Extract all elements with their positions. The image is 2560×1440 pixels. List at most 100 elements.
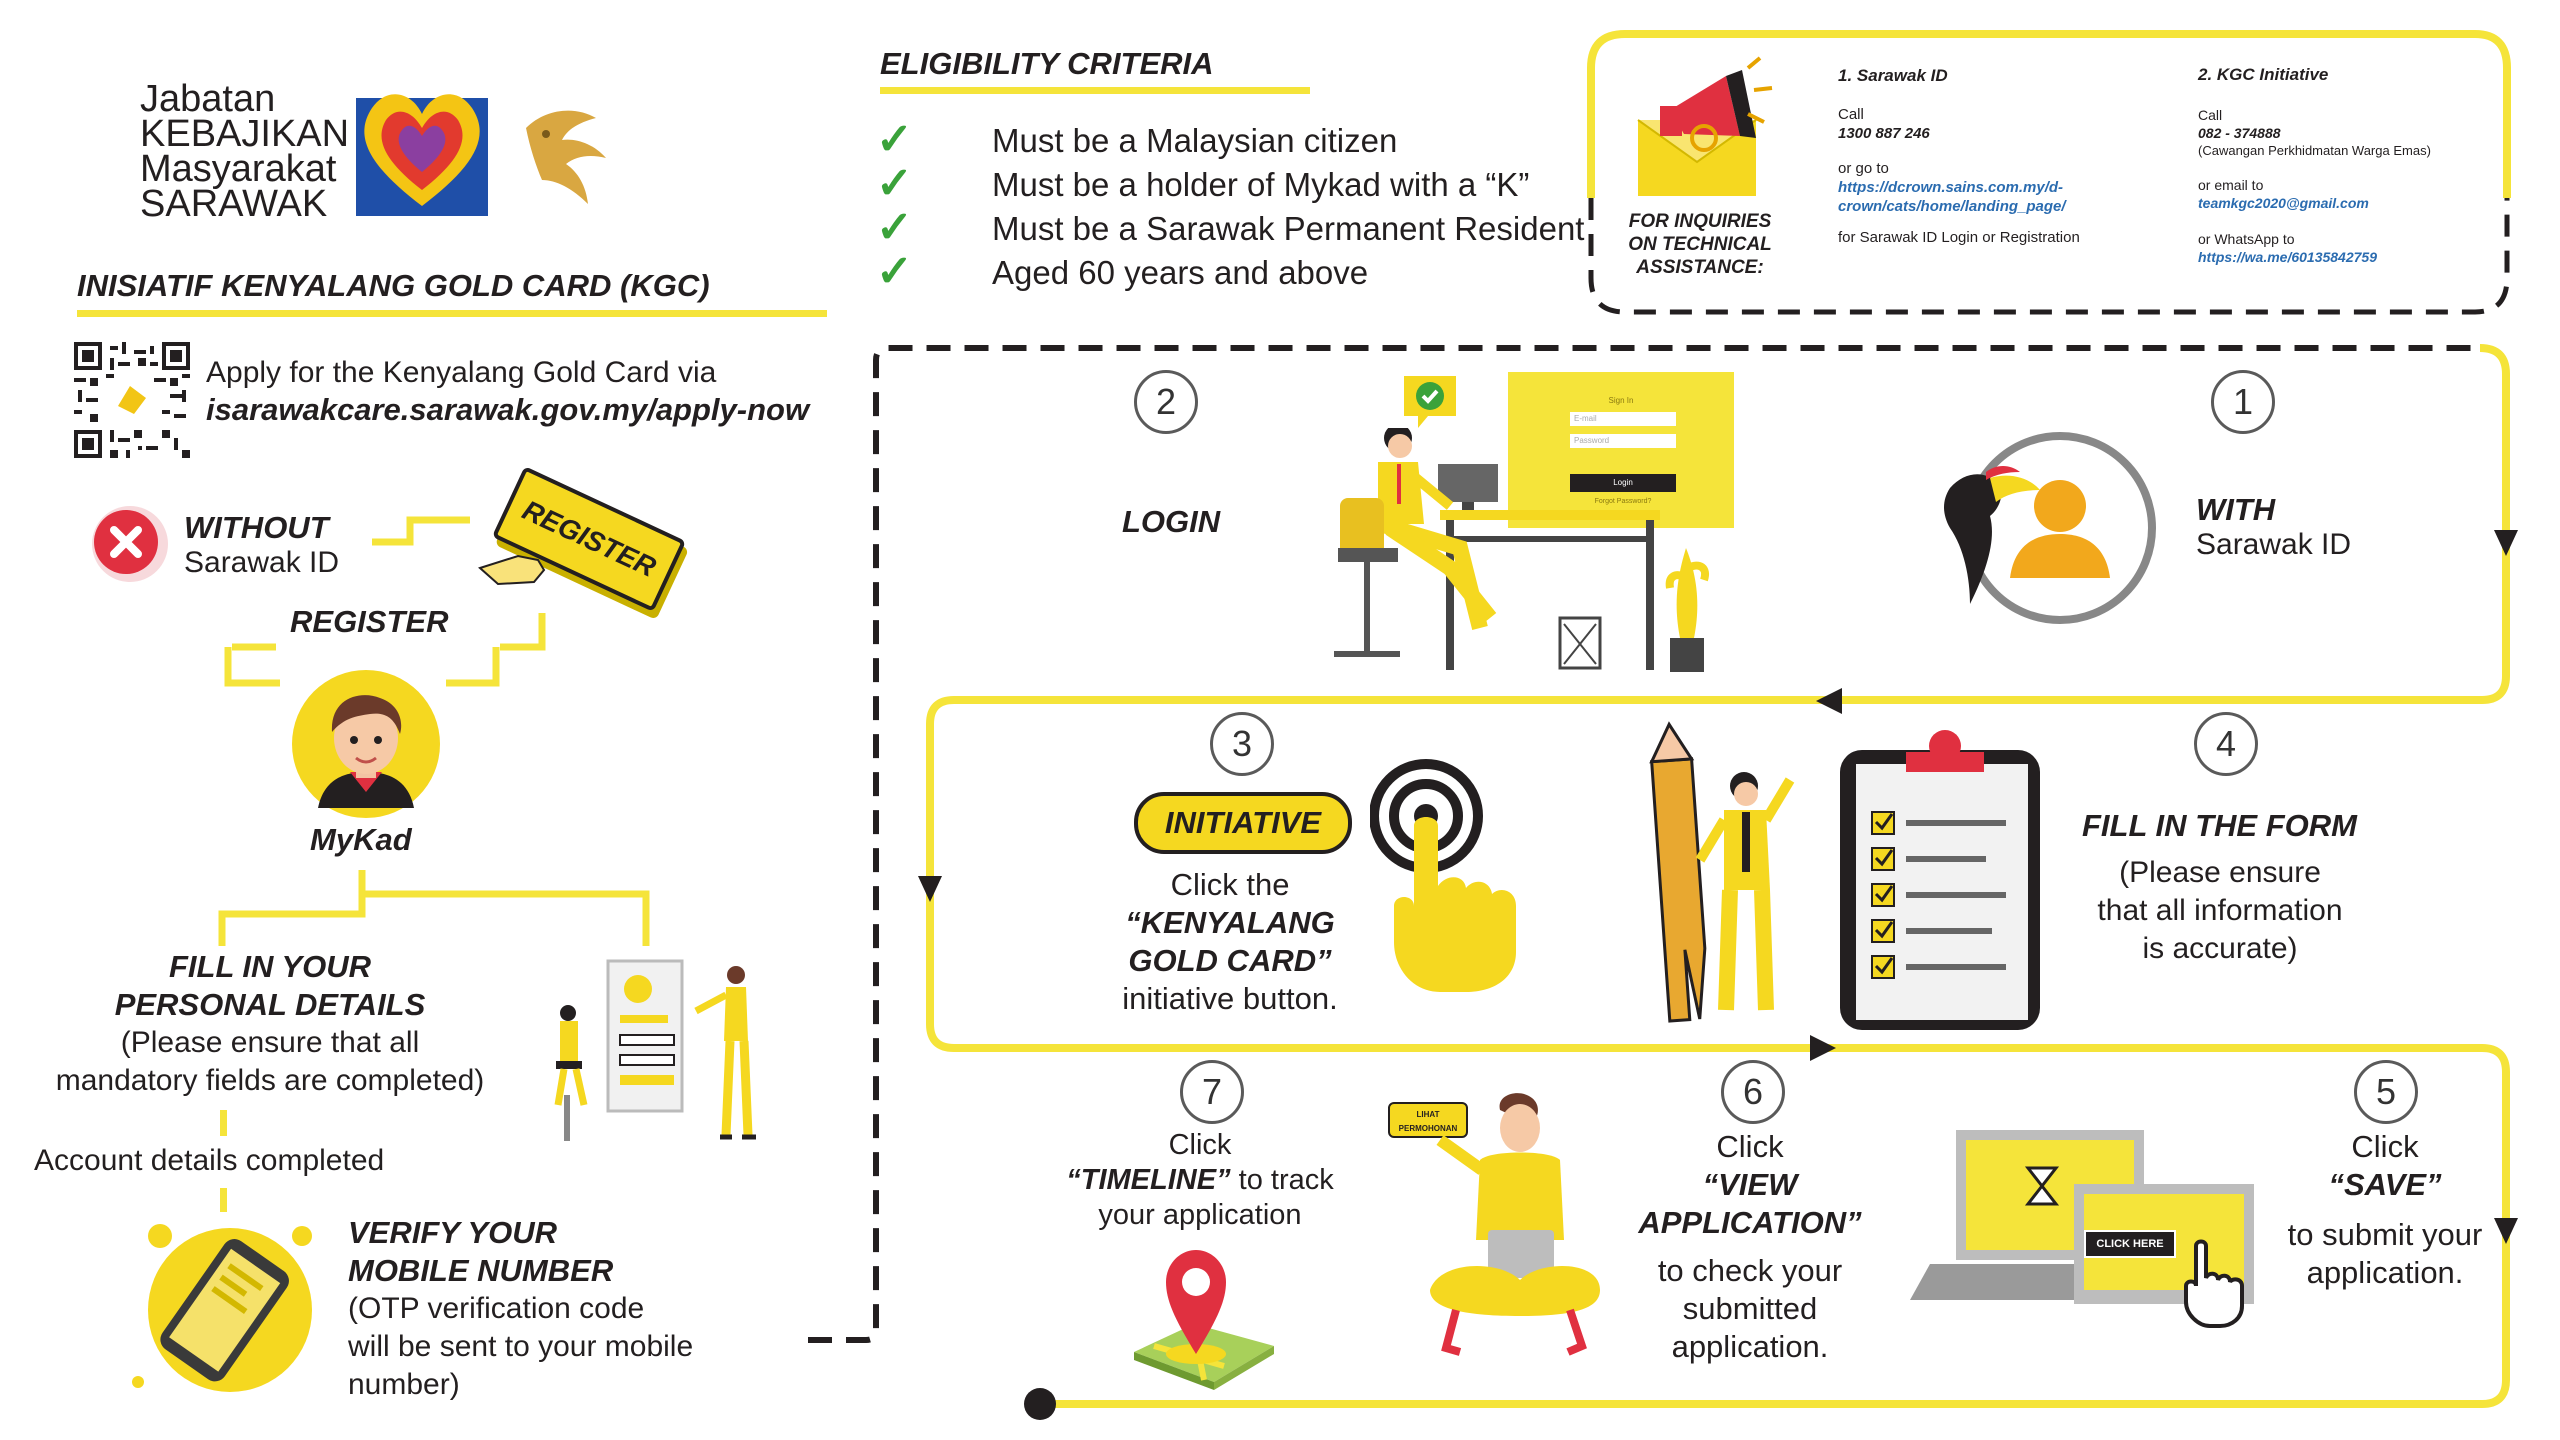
step-4-title: FILL IN THE FORM: [2082, 808, 2357, 843]
mykad-label: MyKad: [310, 822, 412, 857]
apply-url-link[interactable]: isarawakcare.sarawak.gov.my/apply-now: [206, 392, 810, 427]
initiative-badge-button[interactable]: INITIATIVE: [1134, 792, 1352, 854]
step-5-line-2: “SAVE”: [2328, 1167, 2442, 1202]
fill-details-note-line-1: (Please ensure that all: [120, 1026, 420, 1059]
click-here-button[interactable]: CLICK HERE: [2084, 1230, 2176, 1258]
login-button[interactable]: Login: [1570, 474, 1676, 492]
initiative-badge-label: INITIATIVE: [1164, 805, 1322, 840]
inquiry-kgc-wa-label: or WhatsApp to: [2198, 231, 2295, 247]
step-3-line-2: “KENYALANG: [1125, 905, 1335, 940]
close-icon: [92, 506, 168, 582]
inquiries-label: FOR INQUIRIES ON TECHNICAL ASSISTANCE:: [1610, 210, 1790, 279]
login-email-field[interactable]: E-mail: [1570, 412, 1676, 426]
verify-note-line-1: (OTP verification code: [348, 1292, 645, 1325]
step-7-line-3: your application: [1098, 1199, 1302, 1231]
register-label: REGISTER: [290, 604, 449, 639]
step-6-line-6: application.: [1671, 1329, 1829, 1364]
hornbill-user-icon: [1944, 432, 2156, 624]
inquiry-kgc-phone: 082 - 374888: [2198, 125, 2281, 141]
inquiry-sarawak-id-phone: 1300 887 246: [1838, 125, 1930, 142]
mobile-phone-icon: [132, 1224, 312, 1392]
vertical-connector-2: [220, 1188, 227, 1212]
view-application-bubble-line-1: LIHAT: [1416, 1110, 1440, 1119]
check-icon: ✓: [876, 203, 913, 252]
step-7-line-2-rest: to track: [1230, 1164, 1334, 1196]
account-completed-label: Account details completed: [34, 1144, 385, 1177]
inquiry-sarawak-id-link-1[interactable]: https://dcrown.sains.com.my/d-: [1838, 179, 2064, 196]
eligibility-heading: ELIGIBILITY CRITERIA: [880, 46, 1214, 81]
step-4-text: (Please ensure that all information is a…: [2070, 854, 2370, 968]
eligibility-underline: [880, 87, 1310, 94]
inquiry-sarawak-id-goto: or go to: [1838, 160, 1889, 177]
verify-title: VERIFY YOUR MOBILE NUMBER: [348, 1214, 613, 1290]
kgc-heading-underline: [77, 310, 827, 317]
step-1-sub: Sarawak ID: [2196, 528, 2352, 561]
hornbill-emblem-icon: [526, 110, 606, 204]
fill-details-title-line-1: FILL IN YOUR: [168, 949, 372, 984]
step-2-number: 2: [1134, 370, 1198, 434]
inquiry-kgc-wa[interactable]: https://wa.me/60135842759: [2198, 249, 2377, 265]
verify-note-line-3: number): [348, 1368, 460, 1401]
step-7-line-2: “TIMELINE” to track: [1030, 1163, 1370, 1198]
inquiry-kgc: 2. KGC Initiative Call 082 - 374888 (Caw…: [2198, 66, 2498, 266]
step-6-number: 6: [1721, 1060, 1785, 1124]
fill-details-note-line-2: mandatory fields are completed): [55, 1064, 485, 1097]
step-5-text: Click “SAVE” to submit your application.: [2260, 1128, 2510, 1292]
step-6-line-1: Click: [1716, 1129, 1784, 1164]
login-password-field[interactable]: Password: [1570, 434, 1676, 448]
inquiry-sarawak-id-link-2[interactable]: crown/cats/home/landing_page/: [1838, 198, 2066, 215]
step-6-line-4: to check your: [1657, 1253, 1843, 1288]
clipboard-form-illustration: [1649, 721, 2040, 1030]
inquiries-label-line-3: ASSISTANCE:: [1636, 257, 1764, 278]
inquiry-sarawak-id: 1. Sarawak ID Call 1300 887 246 or go to…: [1838, 66, 2178, 247]
inquiries-label-line-2: ON TECHNICAL: [1628, 234, 1772, 255]
step-1-number: 1: [2211, 370, 2275, 434]
step-2-title: LOGIN: [1122, 504, 1221, 539]
logo-line-4: SARAWAK: [140, 183, 328, 225]
criteria-item-2: Must be a holder of Mykad with a “K”: [992, 166, 1530, 203]
laptop-screens-illustration: [1910, 1130, 2254, 1304]
step-7-number: 7: [1180, 1060, 1244, 1124]
step-3-line-3: GOLD CARD”: [1128, 943, 1332, 978]
inquiries-label-line-1: FOR INQUIRIES: [1628, 211, 1772, 232]
inquiry-kgc-title: 2. KGC Initiative: [2198, 65, 2329, 84]
without-label: WITHOUT: [184, 510, 329, 545]
logo-line-3: Masyarakat: [140, 148, 337, 190]
heart-emblem-icon: [356, 94, 488, 216]
inquiry-kgc-branch: (Cawangan Perkhidmatan Warga Emas): [2198, 143, 2431, 158]
step-5-line-4: application.: [2306, 1255, 2464, 1290]
forgot-password-link[interactable]: Forgot Password?: [1594, 498, 1652, 505]
check-icon: ✓: [876, 247, 913, 296]
inquiry-kgc-email[interactable]: teamkgc2020@gmail.com: [2198, 195, 2369, 211]
step-5-line-3: to submit your: [2287, 1217, 2483, 1252]
login-screen: Sign In E-mail Password Login Forgot Pas…: [1508, 372, 1734, 528]
criteria-item-1: Must be a Malaysian citizen: [992, 122, 1398, 159]
view-application-bubble[interactable]: LIHAT PERMOHONAN: [1388, 1102, 1468, 1138]
step-3-text: Click the “KENYALANG GOLD CARD” initiati…: [1080, 866, 1380, 1018]
verify-title-line-1: VERIFY YOUR: [348, 1215, 558, 1250]
apply-text: Apply for the Kenyalang Gold Card via: [206, 356, 717, 389]
kgc-heading: INISIATIF KENYALANG GOLD CARD (KGC): [77, 268, 710, 303]
step-5-number: 5: [2354, 1060, 2418, 1124]
step-4-line-3: is accurate): [2142, 932, 2298, 965]
verify-title-line-2: MOBILE NUMBER: [348, 1253, 614, 1288]
step-6-line-5: submitted: [1682, 1291, 1818, 1326]
logo-line-2: KEBAJIKAN: [140, 113, 350, 155]
qr-code: [74, 342, 190, 458]
desk-worker-illustration: [1334, 428, 1709, 672]
step-5-line-1: Click: [2351, 1129, 2419, 1164]
step-7-line-1: Click: [1168, 1129, 1232, 1161]
step-4-line-1: (Please ensure: [2119, 856, 2321, 889]
view-application-bubble-line-2: PERMOHONAN: [1398, 1124, 1458, 1133]
timeline-keyword: “TIMELINE”: [1066, 1164, 1231, 1196]
login-screen-title: Sign In: [1608, 396, 1634, 405]
click-here-label: CLICK HERE: [2096, 1238, 2164, 1250]
inquiry-kgc-email-label: or email to: [2198, 177, 2264, 193]
step-3-line-1: Click the: [1170, 867, 1290, 902]
check-icon: ✓: [876, 159, 913, 208]
map-pin-icon: [1134, 1250, 1274, 1390]
step-3-line-4: initiative button.: [1122, 981, 1338, 1016]
step-1-title: WITH: [2196, 492, 2276, 527]
sitting-laptop-man-illustration: [1430, 1093, 1600, 1356]
